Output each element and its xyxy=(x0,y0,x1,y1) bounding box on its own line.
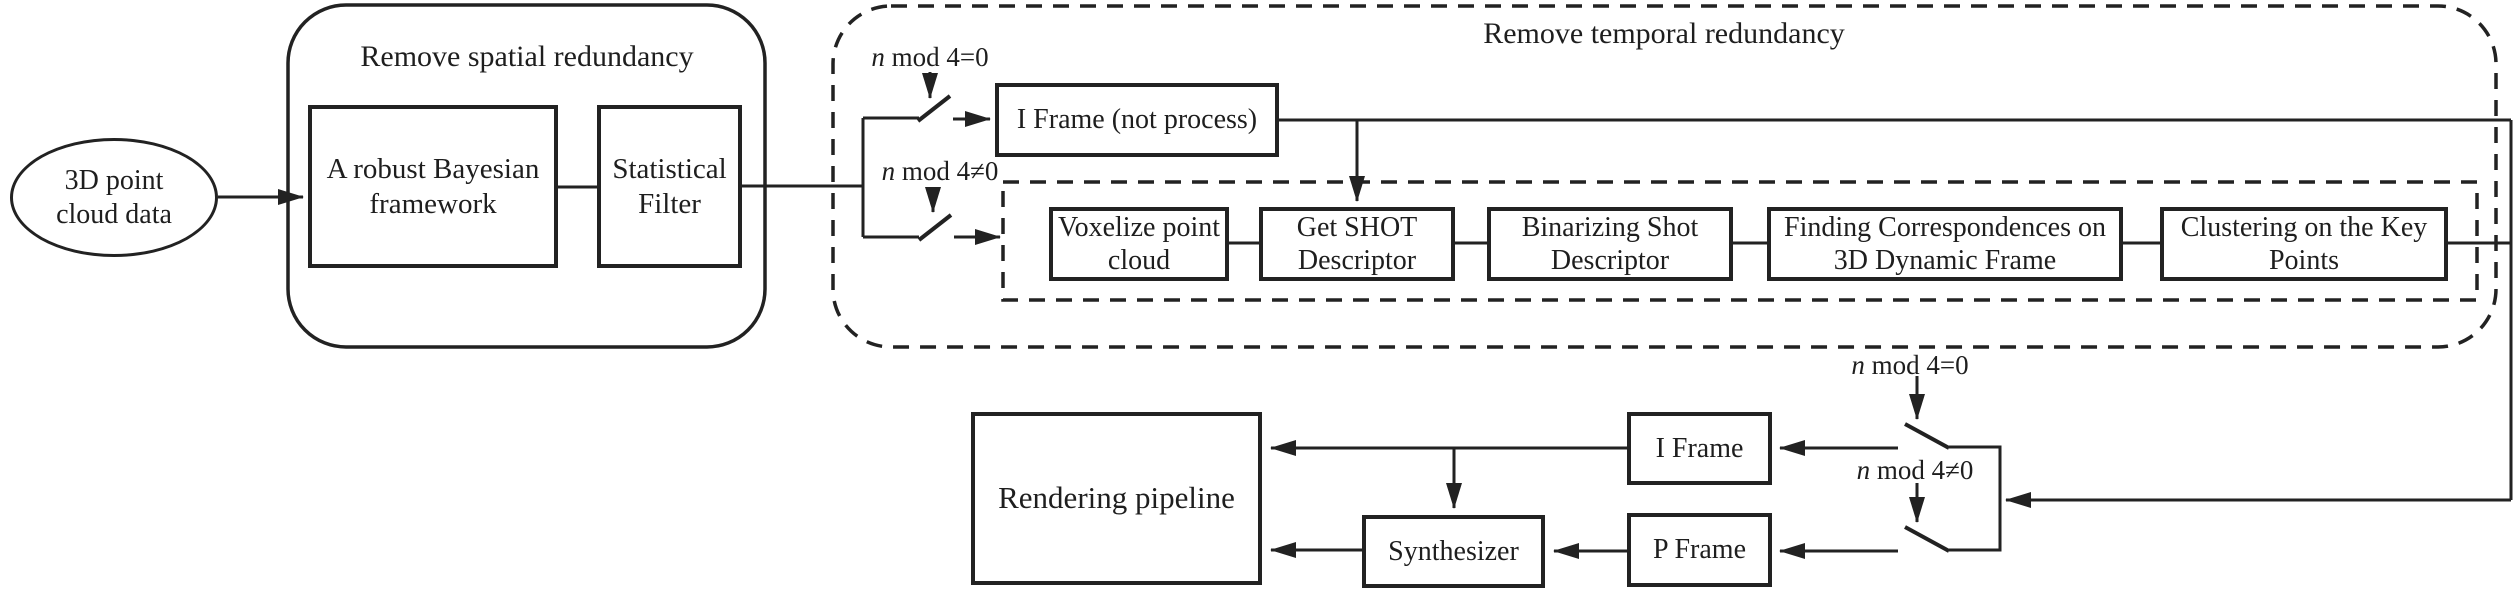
synthesizer-label: Synthesizer xyxy=(1388,535,1519,567)
input-ellipse: 3D point cloud data xyxy=(10,138,218,257)
cond-neq-bottom-var: n xyxy=(1856,455,1871,485)
cond-eq-bottom-var: n xyxy=(1851,350,1865,380)
binarizing-label: Binarizing Shot Descriptor xyxy=(1521,211,1699,276)
clustering-box: Clustering on the Key Points xyxy=(2160,207,2448,281)
spatial-group-outline xyxy=(286,3,767,349)
binarizing-box: Binarizing Shot Descriptor xyxy=(1487,207,1733,281)
cond-neq-bottom-rest: mod 4≠0 xyxy=(1870,455,1974,485)
rendering-pipeline-box: Rendering pipeline xyxy=(971,412,1262,585)
synthesizer-box: Synthesizer xyxy=(1362,515,1545,588)
temporal-group-outline xyxy=(831,4,2498,349)
cond-neq-top-rest: mod 4≠0 xyxy=(895,156,999,186)
selector-bracket xyxy=(1949,445,2002,552)
rendering-pipeline-label: Rendering pipeline xyxy=(998,480,1235,516)
iframe-label: I Frame xyxy=(1655,432,1744,464)
cond-neq-top: n mod 4≠0 xyxy=(850,156,1030,187)
switch2-blade xyxy=(917,213,953,242)
statistical-filter-label: Statistical Filter xyxy=(612,153,727,220)
switch4-blade xyxy=(1904,525,1950,553)
switch1-blade xyxy=(916,94,952,123)
voxelize-box: Voxelize point cloud xyxy=(1049,207,1229,281)
bayesian-framework-label: A robust Bayesian framework xyxy=(326,153,540,220)
iframe-box: I Frame xyxy=(1627,412,1772,485)
finding-correspondences-box: Finding Correspondences on 3D Dynamic Fr… xyxy=(1767,207,2123,281)
pframe-label: P Frame xyxy=(1652,534,1747,566)
cond-eq-top-rest: mod 4=0 xyxy=(884,42,989,72)
pframe-box: P Frame xyxy=(1627,513,1772,587)
cond-eq-bottom-rest: mod 4=0 xyxy=(1864,350,1969,380)
cond-eq-top-var: n xyxy=(871,42,885,72)
bayesian-framework-box: A robust Bayesian framework xyxy=(308,105,558,268)
get-shot-label: Get SHOT Descriptor xyxy=(1296,211,1418,276)
clustering-label: Clustering on the Key Points xyxy=(2180,211,2428,276)
switch3-blade xyxy=(1904,422,1950,450)
temporal-inner-outline xyxy=(1001,180,2479,302)
temporal-group-title: Remove temporal redundancy xyxy=(1483,17,1845,50)
cond-eq-bottom: n mod 4=0 xyxy=(1820,350,2000,381)
cond-eq-top: n mod 4=0 xyxy=(840,42,1020,73)
get-shot-box: Get SHOT Descriptor xyxy=(1259,207,1455,281)
iframe-not-process-label: I Frame (not process) xyxy=(1016,104,1258,136)
voxelize-label: Voxelize point cloud xyxy=(1057,211,1220,276)
statistical-filter-box: Statistical Filter xyxy=(597,105,742,268)
finding-correspondences-label: Finding Correspondences on 3D Dynamic Fr… xyxy=(1784,211,2106,276)
input-label: 3D point cloud data xyxy=(56,165,172,230)
cond-neq-bottom: n mod 4≠0 xyxy=(1825,455,2005,486)
spatial-group-title: Remove spatial redundancy xyxy=(360,40,694,73)
cond-neq-top-var: n xyxy=(881,156,896,186)
iframe-not-process-box: I Frame (not process) xyxy=(995,83,1279,157)
